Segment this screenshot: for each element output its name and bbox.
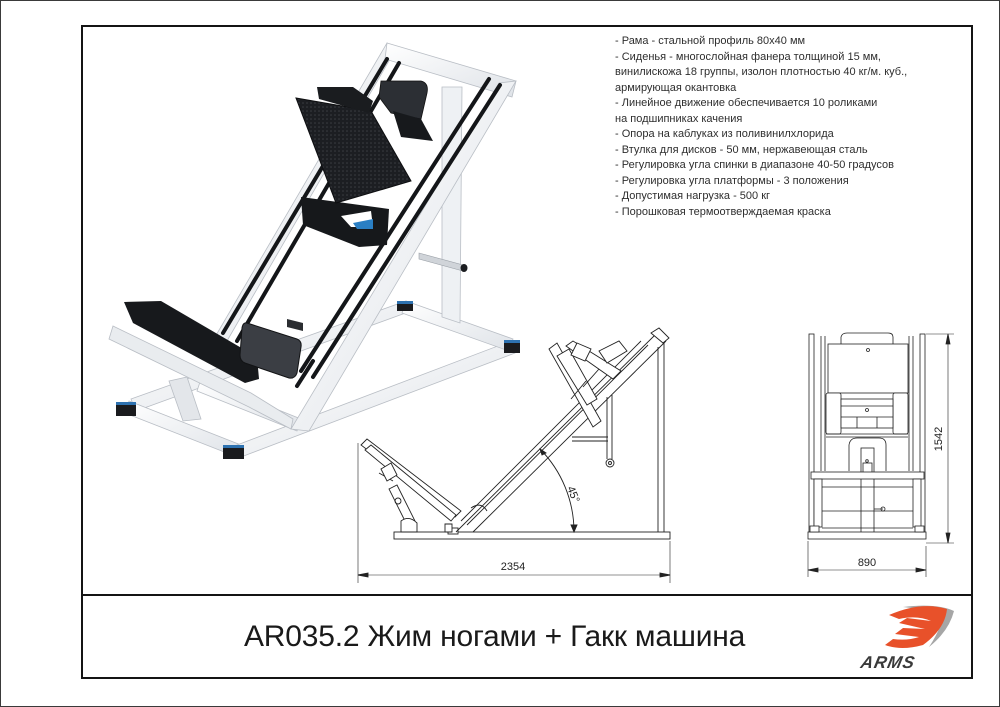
spec-item: - Втулка для дисков - 50 мм, нержавеющая… — [615, 143, 868, 156]
brand-swoosh-icon — [885, 605, 954, 648]
brand-name: ARMS — [859, 653, 918, 672]
spec-item: - Линейное движение обеспечивается 10 ро… — [615, 97, 878, 125]
spec-item: - Сиденья - многослойная фанера толщиной… — [615, 50, 908, 94]
drawing-frame — [81, 25, 973, 679]
spec-item: - Допустимая нагрузка - 500 кг — [615, 190, 771, 202]
shoulder-pad — [378, 80, 428, 120]
leg-press-seat — [124, 301, 259, 383]
side-length-dimension: 2354 — [501, 561, 525, 573]
back-pad — [239, 322, 302, 379]
front-width-dimension: 890 — [858, 557, 876, 569]
footplate — [295, 97, 412, 204]
base-feet — [116, 301, 520, 459]
carriage — [295, 80, 433, 247]
angle-arc — [539, 448, 575, 533]
front-view-drawing — [807, 332, 954, 577]
incline-angle-label: 45° — [564, 485, 581, 505]
spec-item: - Регулировка угла спинки в диапазоне 40… — [615, 159, 895, 171]
spec-item: - Регулировка угла платформы - 3 положен… — [615, 174, 849, 187]
plate-peg — [418, 252, 468, 272]
product-title: AR035.2 Жим ногами + Гакк машина — [244, 620, 746, 653]
brand-logo: ARMS — [859, 601, 959, 675]
spec-list: - Рама - стальной профиль 80х40 мм - Сид… — [615, 34, 907, 220]
spec-item: - Рама - стальной профиль 80х40 мм — [615, 35, 806, 47]
side-view-drawing — [357, 327, 671, 583]
spec-item: - Опора на каблуках из поливинилхлорида — [615, 128, 834, 140]
spec-item: - Порошковая термоотверждаемая краска — [615, 205, 831, 218]
front-height-dimension: 1542 — [933, 427, 945, 451]
footplate-pad — [317, 87, 373, 113]
seat-assembly — [108, 301, 303, 430]
title-divider — [81, 594, 973, 596]
machine-render — [108, 42, 520, 459]
